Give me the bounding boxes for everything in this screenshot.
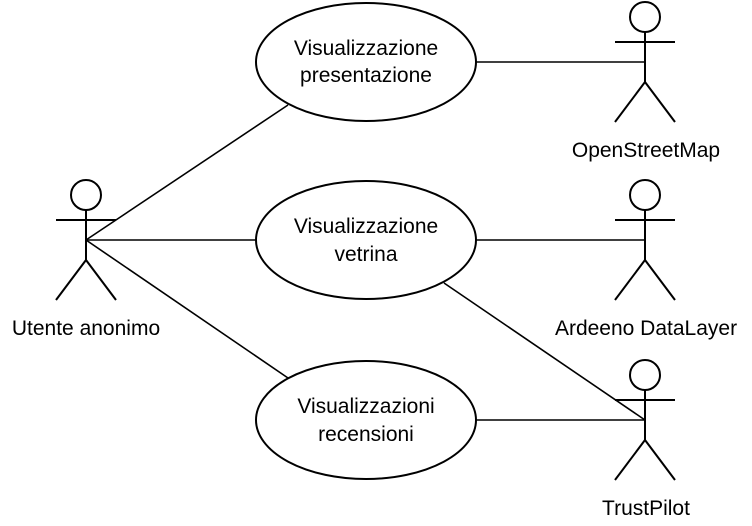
association-utente-presentazione xyxy=(85,104,289,241)
use-case-vetrina: Visualizzazione vetrina xyxy=(255,180,477,300)
use-case-recensioni: Visualizzazioni recensioni xyxy=(255,360,477,480)
actor-ardeeno-datalayer-label: Ardeeno DataLayer xyxy=(555,317,737,340)
actor-trustpilot: TrustPilot xyxy=(602,359,690,520)
association-vetrina-trustpilot xyxy=(443,282,646,421)
stick-figure-icon xyxy=(614,1,676,123)
stick-figure-icon xyxy=(55,179,117,301)
actor-openstreetmap: OpenStreetMap xyxy=(572,1,720,162)
stick-figure-icon xyxy=(614,359,676,481)
use-case-recensioni-ellipse xyxy=(255,360,477,480)
use-case-vetrina-label-line-2: vetrina xyxy=(334,243,397,266)
use-case-recensioni-label-line-1: Visualizzazioni xyxy=(297,395,434,418)
use-case-presentazione: Visualizzazione presentazione xyxy=(255,2,477,122)
actor-utente-anonimo: Utente anonimo xyxy=(12,179,160,340)
use-case-presentazione-label-line-2: presentazione xyxy=(300,64,432,87)
use-case-presentazione-ellipse xyxy=(255,2,477,122)
actor-utente-anonimo-label: Utente anonimo xyxy=(12,317,160,340)
stick-figure-icon xyxy=(614,179,676,301)
actor-openstreetmap-label: OpenStreetMap xyxy=(572,139,720,162)
use-case-recensioni-label-line-2: recensioni xyxy=(318,423,414,446)
association-utente-recensioni xyxy=(85,239,289,379)
use-case-vetrina-label-line-1: Visualizzazione xyxy=(294,215,438,238)
actor-trustpilot-label: TrustPilot xyxy=(602,497,690,520)
actor-ardeeno-datalayer: Ardeeno DataLayer xyxy=(555,179,737,340)
use-case-vetrina-ellipse xyxy=(255,180,477,300)
use-case-presentazione-label-line-1: Visualizzazione xyxy=(294,37,438,60)
associations xyxy=(85,61,646,421)
